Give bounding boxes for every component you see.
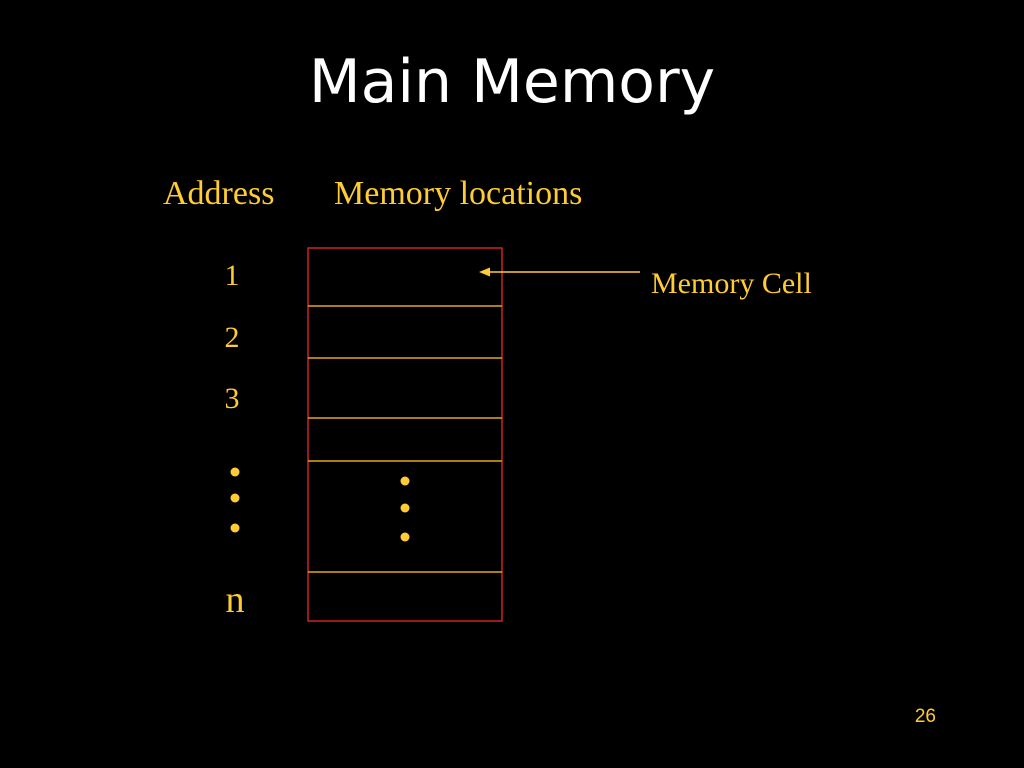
ellipsis-dot [400,503,410,513]
ellipsis-dot [400,532,410,542]
address-label-2: 2 [224,321,240,354]
arrowhead-icon [479,267,490,277]
ellipsis-dot [230,523,240,533]
ellipsis-dot [230,467,240,477]
slide-title: Main Memory [308,47,716,117]
address-header: Address [163,175,275,212]
memory-block-outline [307,247,503,622]
memory-locations-header: Memory locations [334,175,583,212]
memory-cell-label: Memory Cell [651,267,812,300]
address-label-n: n [225,579,245,621]
address-label-3: 3 [224,382,240,415]
ellipsis-dot [230,493,240,503]
slide-number: 26 [914,706,936,727]
ellipsis-dot [400,476,410,486]
address-label-1: 1 [224,259,240,292]
